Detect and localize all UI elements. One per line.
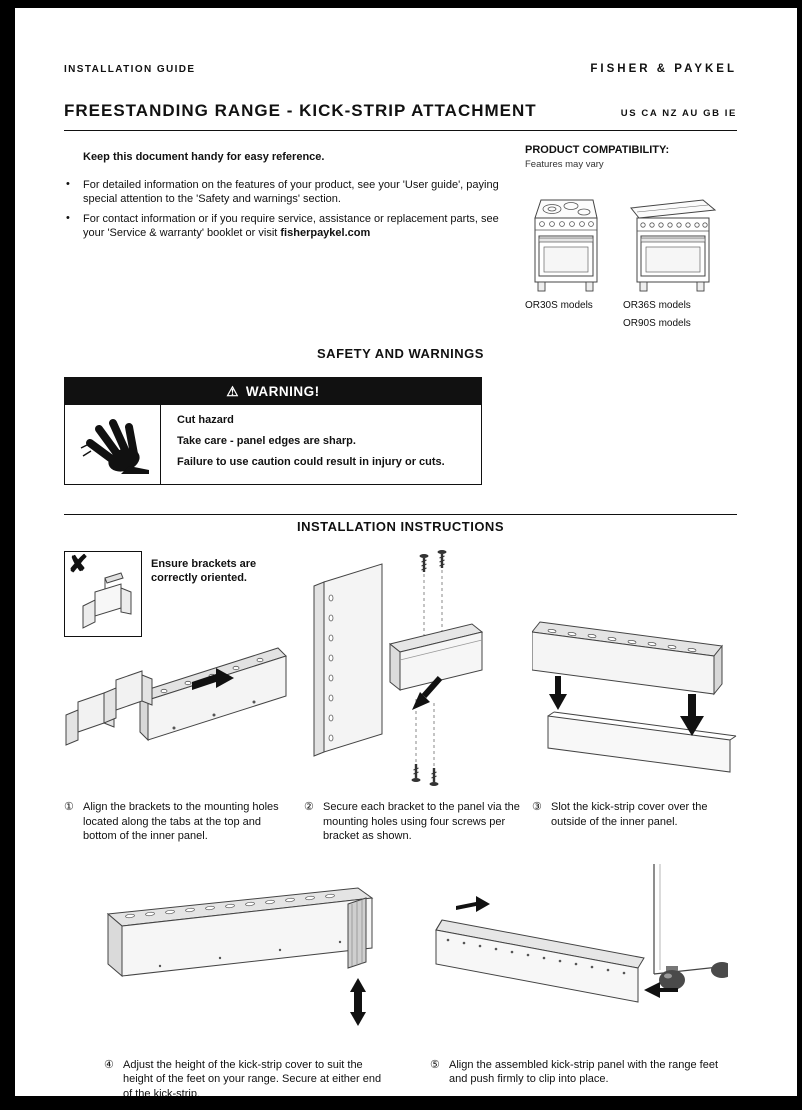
- direction-arrow-icon: [412, 676, 443, 710]
- hazard-icon-cell: [65, 405, 161, 484]
- bullet-text: For detailed information on the features…: [83, 178, 499, 206]
- cross-mark-icon: ✘: [68, 551, 89, 578]
- step-4-illustration: [106, 886, 374, 1026]
- step-5-figure: [430, 862, 730, 1046]
- step-4-figure: [100, 862, 388, 1046]
- region-codes: US CA NZ AU GB IE: [620, 108, 737, 119]
- bullet-item: For detailed information on the features…: [64, 177, 509, 207]
- bracket-2: [103, 670, 153, 724]
- step-3: ③ Slot the kick-strip cover over the out…: [532, 547, 737, 844]
- bullet-item: For contact information or if you requir…: [64, 211, 509, 241]
- hazard-line: Failure to use caution could result in i…: [177, 456, 445, 468]
- orientation-warning: Ensure brackets are correctly oriented.: [151, 558, 257, 584]
- step-text: Align the brackets to the mounting holes…: [83, 801, 279, 842]
- website-text: fisherpaykel.com: [280, 227, 371, 239]
- height-adjust-arrow-icon: [350, 977, 366, 1026]
- screw-icon: [419, 554, 429, 572]
- warning-triangle-icon: ⚠: [226, 383, 239, 399]
- step-5-illustration: [435, 863, 728, 1003]
- page-content: INSTALLATION GUIDE FISHER & PAYKEL FREES…: [64, 8, 737, 1096]
- safety-heading: SAFETY AND WARNINGS: [317, 346, 484, 361]
- compatibility-note: Features may vary: [525, 159, 604, 170]
- range-image: [623, 182, 717, 294]
- warning-box: ⚠ WARNING!: [64, 377, 482, 485]
- title-divider: [64, 130, 737, 131]
- step-1-caption: ① Align the brackets to the mounting hol…: [64, 800, 292, 844]
- product-compatibility: PRODUCT COMPATIBILITY: Features may vary: [525, 144, 737, 330]
- range-or30s-illustration: [534, 199, 598, 292]
- cut-hazard-hand-icon: [80, 418, 149, 474]
- step-1-figure: ✘ Ensure brackets are correctly oriented…: [64, 547, 292, 788]
- step-number: ①: [64, 801, 74, 813]
- range-image: [525, 182, 607, 294]
- page-header: INSTALLATION GUIDE FISHER & PAYKEL: [64, 63, 737, 75]
- page-title: FREESTANDING RANGE - KICK-STRIP ATTACHME…: [64, 101, 537, 120]
- wrong-orientation-box: ✘: [64, 551, 142, 637]
- step-5-caption: ⑤ Align the assembled kick-strip panel w…: [430, 1058, 730, 1087]
- down-arrow-icon: [680, 694, 704, 736]
- step-2-figure: [304, 547, 520, 788]
- step-1-illustration: [65, 647, 287, 746]
- hazard-title: Cut hazard: [177, 414, 234, 426]
- model-or36s-or90s: OR36S models OR90S models: [623, 182, 717, 330]
- brand-logo: FISHER & PAYKEL: [590, 63, 737, 75]
- instructions-divider: [64, 514, 737, 515]
- intro-text: Keep this document handy for easy refere…: [64, 144, 509, 330]
- step-number: ④: [104, 1058, 114, 1071]
- direction-arrow-icon: [192, 668, 234, 690]
- intro-bullets: For detailed information on the features…: [64, 177, 509, 241]
- step-text: Secure each bracket to the panel via the…: [323, 801, 520, 842]
- warning-body: Cut hazard Take care - panel edges are s…: [65, 405, 481, 484]
- down-arrow-icon: [549, 676, 567, 710]
- step-2-illustration: [313, 550, 484, 786]
- model-label: OR36S models: [623, 300, 691, 311]
- step-text: Adjust the height of the kick-strip cove…: [123, 1058, 382, 1097]
- title-row: FREESTANDING RANGE - KICK-STRIP ATTACHME…: [64, 101, 737, 121]
- warning-title: WARNING!: [245, 384, 320, 399]
- range-foot: [659, 965, 685, 990]
- step-2-caption: ② Secure each bracket to the panel via t…: [304, 800, 520, 844]
- doc-type-label: INSTALLATION GUIDE: [64, 64, 196, 75]
- keep-handy-note: Keep this document handy for easy refere…: [83, 151, 325, 163]
- screw-icon: [437, 550, 447, 568]
- intro-section: Keep this document handy for easy refere…: [64, 144, 737, 330]
- model-label: OR90S models: [623, 318, 691, 329]
- range-foot: [711, 961, 728, 978]
- model-label: OR30S models: [525, 300, 593, 311]
- document-page: INSTALLATION GUIDE FISHER & PAYKEL FREES…: [15, 8, 797, 1096]
- step-text: Align the assembled kick-strip panel wit…: [449, 1058, 719, 1086]
- steps-row-1: ✘ Ensure brackets are correctly oriented…: [64, 547, 737, 844]
- instructions-heading: INSTALLATION INSTRUCTIONS: [296, 519, 504, 534]
- hazard-line: Take care - panel edges are sharp.: [177, 435, 356, 447]
- warning-text: Cut hazard Take care - panel edges are s…: [161, 405, 481, 484]
- end-bracket: [347, 896, 367, 969]
- step-2: ② Secure each bracket to the panel via t…: [304, 547, 520, 844]
- direction-arrow-icon: [644, 981, 678, 998]
- step-1: ✘ Ensure brackets are correctly oriented…: [64, 547, 292, 844]
- step-4-caption: ④ Adjust the height of the kick-strip co…: [104, 1058, 388, 1097]
- wrong-bracket-illustration: [82, 572, 132, 629]
- step-5: ⑤ Align the assembled kick-strip panel w…: [430, 862, 730, 1097]
- step-3-caption: ③ Slot the kick-strip cover over the out…: [532, 800, 737, 829]
- screw-icon: [411, 764, 421, 782]
- steps-row-2: ④ Adjust the height of the kick-strip co…: [64, 862, 737, 1097]
- step-text: Slot the kick-strip cover over the outsi…: [551, 801, 708, 828]
- step-number: ⑤: [430, 1058, 440, 1071]
- range-or36s-illustration: [630, 199, 717, 292]
- step-3-illustration: [532, 621, 737, 773]
- step-number: ③: [532, 801, 542, 813]
- warning-header: ⚠ WARNING!: [65, 378, 481, 405]
- direction-arrow-icon: [456, 895, 490, 912]
- model-or30s: OR30S models: [525, 182, 607, 330]
- model-list: OR30S models: [525, 182, 737, 330]
- step-4: ④ Adjust the height of the kick-strip co…: [100, 862, 388, 1097]
- step-3-figure: [532, 547, 737, 788]
- step-number: ②: [304, 801, 314, 813]
- bullet-text: For contact information or if you requir…: [83, 212, 499, 240]
- screw-icon: [429, 768, 439, 786]
- compatibility-heading: PRODUCT COMPATIBILITY:: [525, 144, 670, 156]
